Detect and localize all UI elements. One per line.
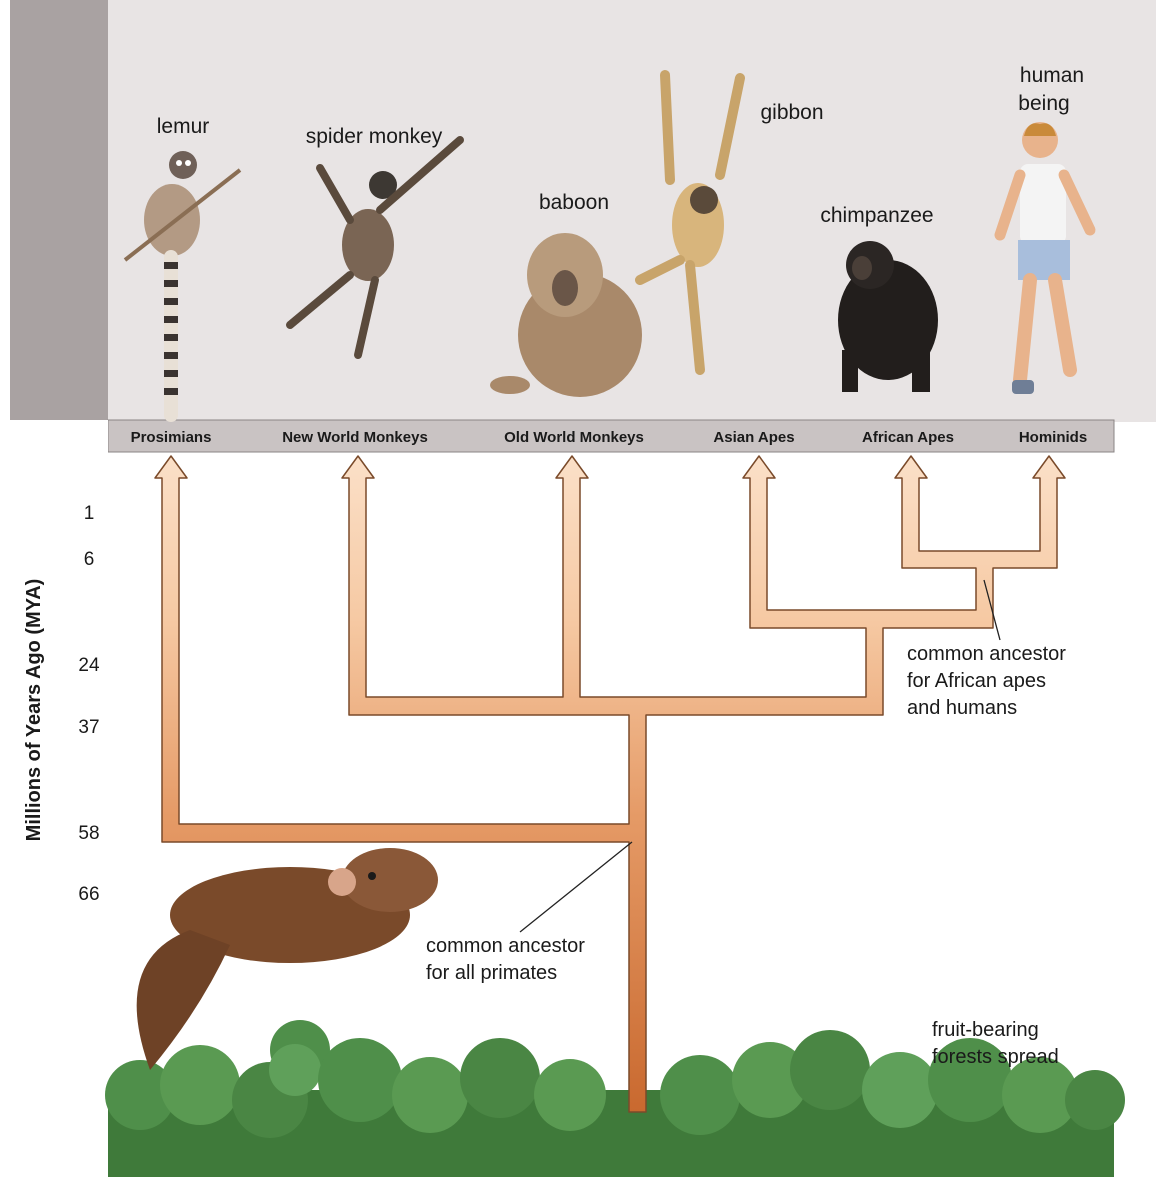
callout-african-ancestor-line1: common ancestor [907,643,1066,665]
trunk-branch [155,456,1065,1112]
callout-african-ancestor-line2: for African apes [907,670,1046,692]
group-hominids: Hominids [1019,429,1087,446]
forest-canopy [105,1020,1125,1177]
group-old-world-monkeys: Old World Monkeys [504,429,644,446]
tick-37: 37 [78,717,99,738]
tick-66: 66 [78,884,99,905]
tick-1: 1 [84,503,95,524]
tick-24: 24 [78,655,100,676]
label-human-line2: being [1018,92,1069,115]
tick-6: 6 [84,549,95,570]
callout-african-ancestor-line3: and humans [907,697,1017,719]
primate-ancestor-pointer [520,842,632,932]
callout-primate-ancestor-line2: for all primates [426,962,557,984]
axis-title: Millions of Years Ago (MYA) [23,579,45,842]
label-human-line1: human [1020,64,1084,87]
label-baboon: baboon [539,191,609,214]
label-spider-monkey: spider monkey [306,125,443,148]
callout-primate-ancestor-line1: common ancestor [426,935,585,957]
callout-forest-line1: fruit-bearing [932,1019,1039,1041]
label-gibbon: gibbon [760,101,823,124]
phylogenetic-tree [155,456,1065,1112]
callout-forest-line2: forests spread [932,1046,1059,1068]
label-lemur: lemur [157,115,210,138]
tick-58: 58 [78,823,99,844]
sidebar-top [10,0,108,422]
label-chimpanzee: chimpanzee [820,204,933,227]
group-african-apes: African Apes [862,429,954,446]
group-prosimians: Prosimians [131,429,212,446]
group-asian-apes: Asian Apes [713,429,794,446]
group-new-world-monkeys: New World Monkeys [282,429,428,446]
